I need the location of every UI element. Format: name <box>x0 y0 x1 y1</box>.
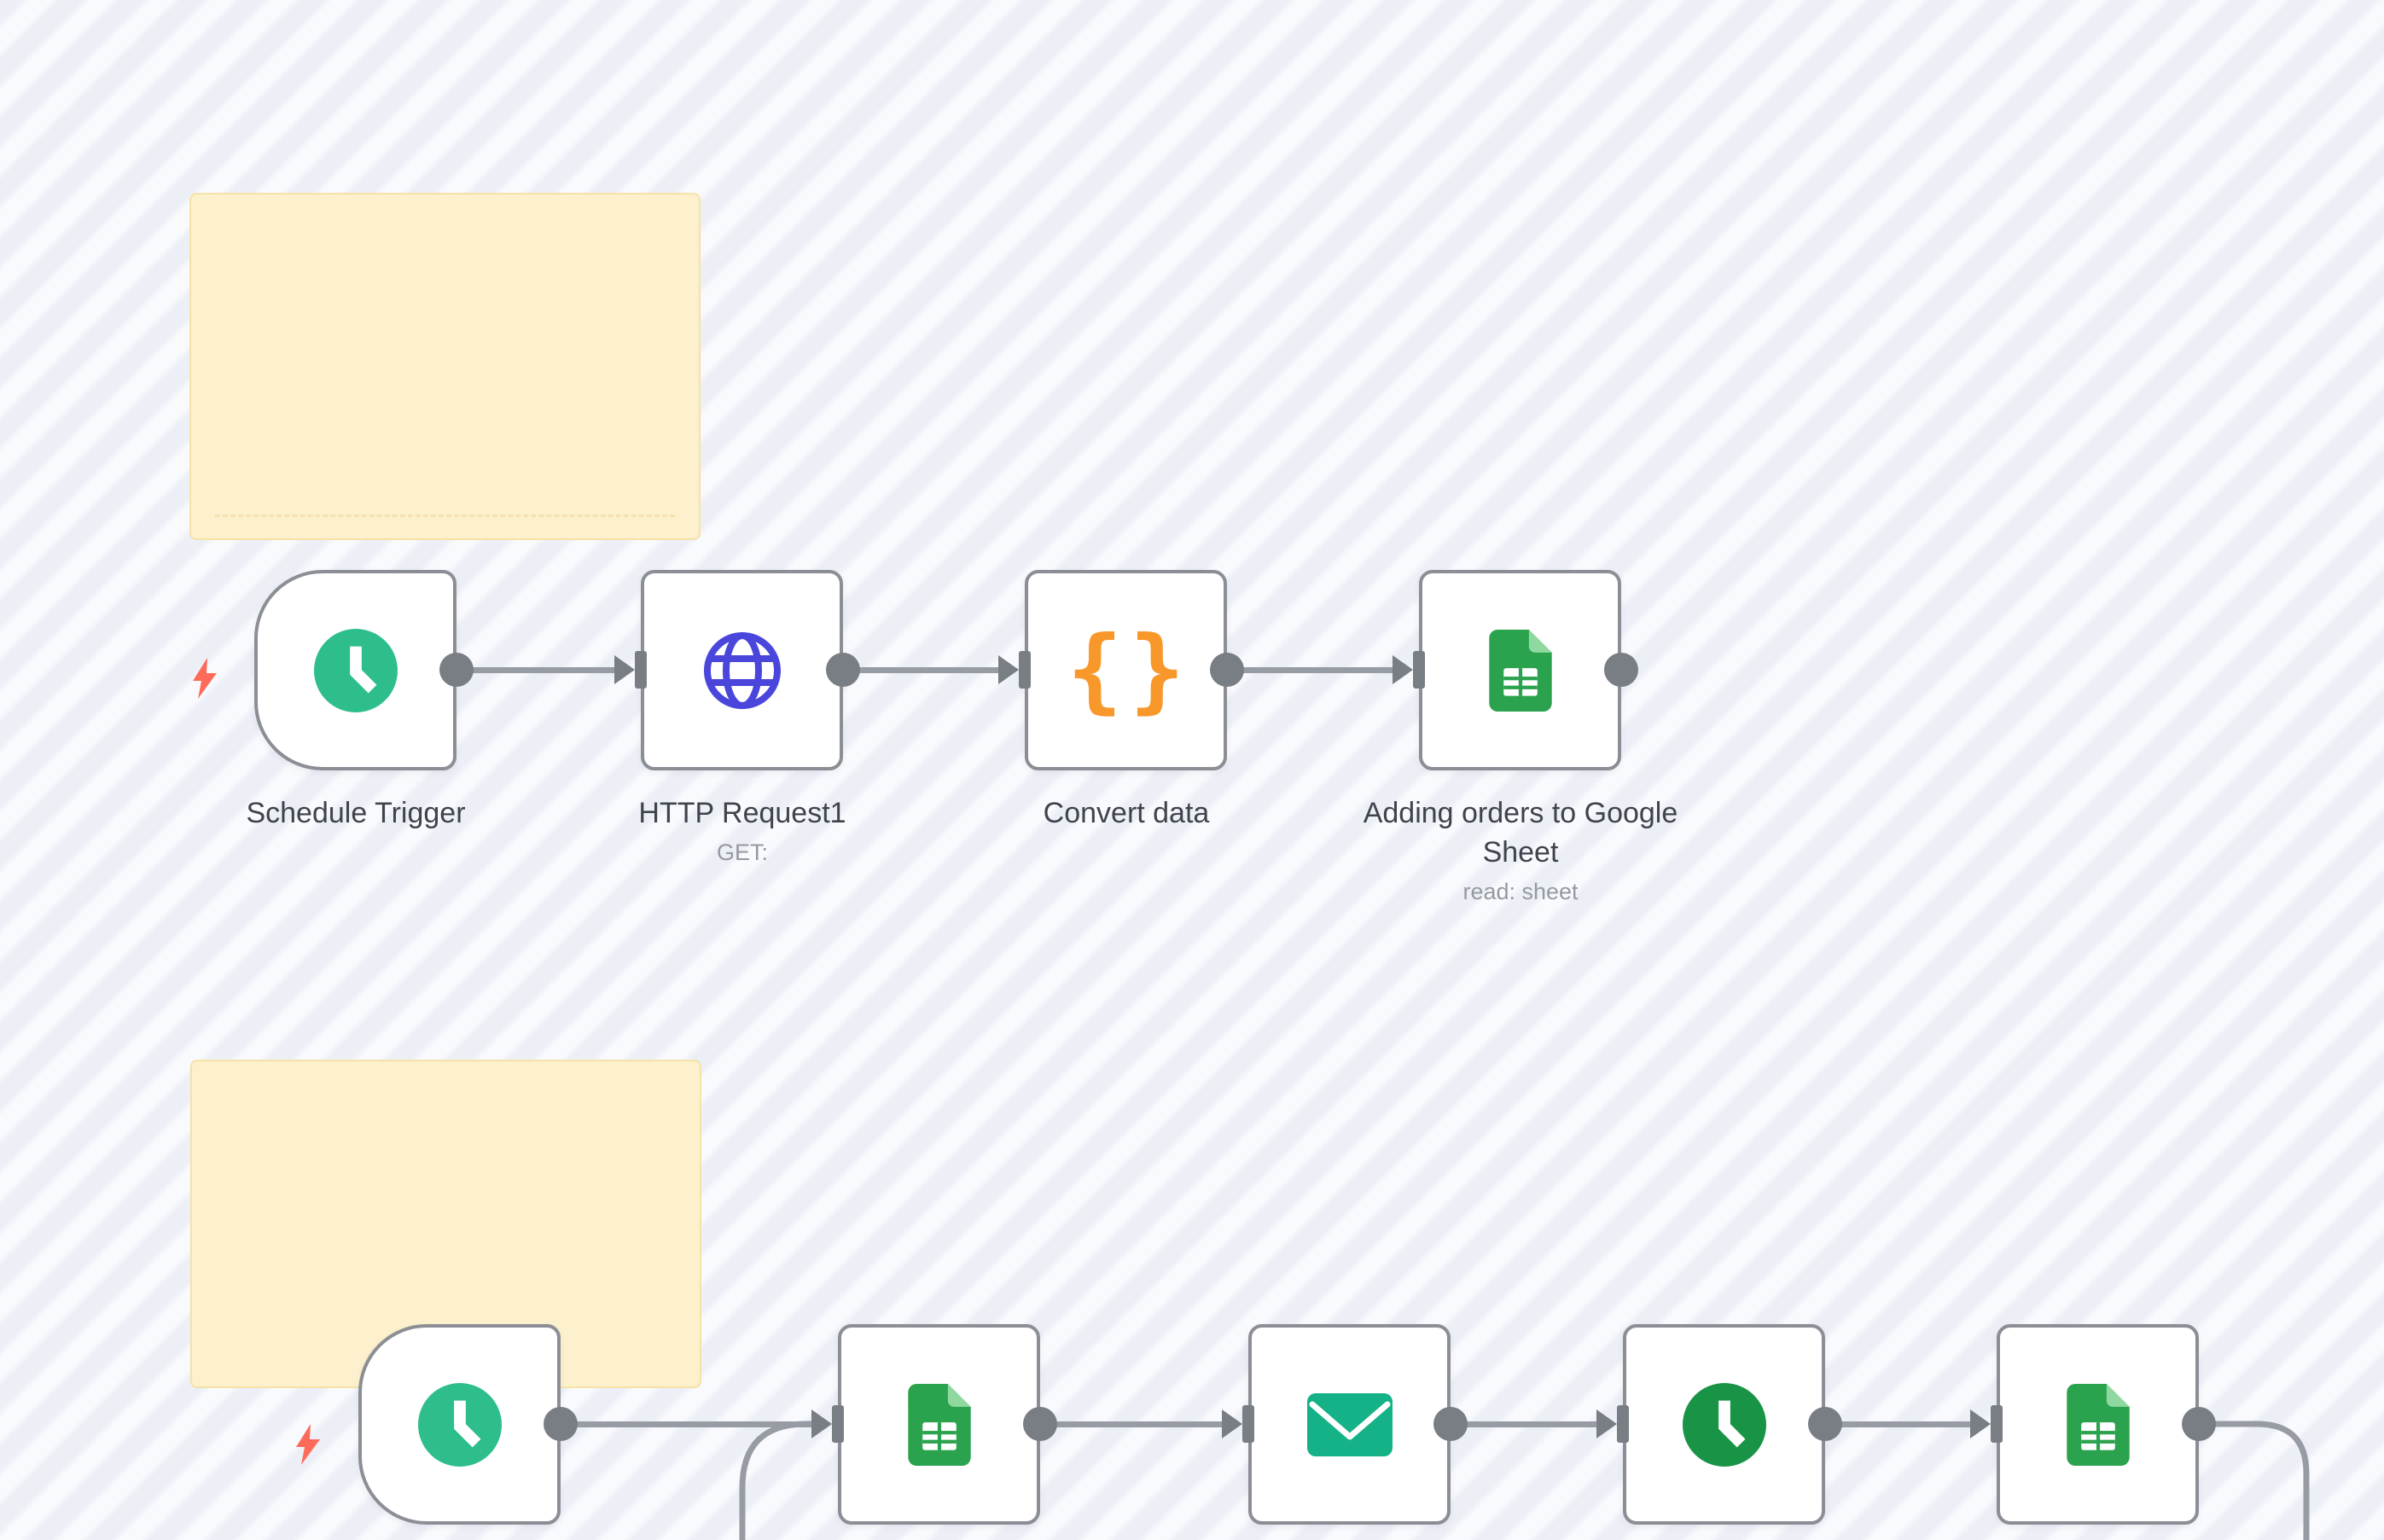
node-schedule-trigger-2[interactable] <box>358 1324 561 1525</box>
node-wait[interactable] <box>1623 1324 1825 1525</box>
input-port-send-email[interactable] <box>1242 1405 1254 1443</box>
google-sheets-icon <box>1488 629 1552 712</box>
connection-sheets1-to-email[interactable] <box>1040 1421 1222 1427</box>
connection-wait-to-sheets2[interactable] <box>1825 1421 1970 1427</box>
node-subtitle: read: sheet <box>1462 879 1579 904</box>
output-port-google-sheets-1[interactable] <box>1023 1407 1057 1441</box>
input-port-google-sheets-1[interactable] <box>832 1405 844 1443</box>
lightning-bolt-icon <box>296 1424 320 1465</box>
input-arrow-convert-data <box>998 655 1019 684</box>
node-subtitle: GET: <box>716 840 768 865</box>
clock-icon <box>1682 1382 1766 1467</box>
output-port-send-email[interactable] <box>1433 1407 1468 1441</box>
curly-braces-icon: {} <box>1067 616 1192 724</box>
connection-trigger-to-http[interactable] <box>456 667 614 673</box>
node-http-request1[interactable] <box>641 570 843 770</box>
node-title: Convert data <box>1043 797 1210 829</box>
node-title: Adding orders to Google Sheet <box>1363 797 1678 869</box>
input-arrow-google-sheets-1 <box>811 1409 832 1438</box>
output-port-convert-data[interactable] <box>1210 653 1244 687</box>
lightning-bolt-icon <box>193 658 217 699</box>
node-label-http-request1: HTTP Request1 GET: <box>555 793 930 867</box>
node-google-sheets-2[interactable] <box>1997 1324 2199 1525</box>
node-convert-data[interactable]: {} <box>1025 570 1227 770</box>
envelope-icon <box>1306 1392 1393 1456</box>
input-port-google-sheets-2[interactable] <box>1991 1405 2003 1443</box>
sticky-note-1[interactable] <box>189 193 701 540</box>
clock-icon <box>417 1382 502 1467</box>
node-title: HTTP Request1 <box>638 797 846 829</box>
clock-icon <box>313 628 398 712</box>
globe-icon <box>703 631 781 709</box>
output-port-adding-orders[interactable] <box>1604 653 1638 687</box>
node-label-schedule-trigger: Schedule Trigger <box>168 793 544 833</box>
node-label-adding-orders: Adding orders to Google Sheet read: shee… <box>1333 793 1708 906</box>
output-port-http-request1[interactable] <box>826 653 860 687</box>
input-arrow-wait <box>1596 1409 1617 1438</box>
output-port-google-sheets-2[interactable] <box>2182 1407 2216 1441</box>
sticky-note-1-divider <box>215 514 675 517</box>
node-label-convert-data: Convert data <box>939 793 1314 833</box>
node-send-email[interactable] <box>1248 1324 1451 1525</box>
input-arrow-send-email <box>1222 1409 1242 1438</box>
input-port-wait[interactable] <box>1617 1405 1629 1443</box>
output-port-schedule-trigger[interactable] <box>439 653 474 687</box>
output-port-wait[interactable] <box>1808 1407 1842 1441</box>
input-port-http-request1[interactable] <box>635 651 647 689</box>
node-adding-orders-to-google-sheet[interactable] <box>1419 570 1621 770</box>
connection-email-to-wait[interactable] <box>1451 1421 1596 1427</box>
connection-exit-to-bottom[interactable] <box>2199 1421 2310 1540</box>
input-port-convert-data[interactable] <box>1019 651 1031 689</box>
connection-trigger2-to-sheets1[interactable] <box>561 1421 811 1427</box>
connection-convert-to-sheets[interactable] <box>1227 667 1393 673</box>
input-arrow-http-request1 <box>614 655 635 684</box>
google-sheets-icon <box>907 1383 971 1466</box>
input-arrow-google-sheets-2 <box>1970 1409 1991 1438</box>
input-arrow-adding-orders <box>1393 655 1413 684</box>
node-google-sheets-1[interactable] <box>838 1324 1040 1525</box>
connection-merge-from-bottom[interactable] <box>739 1421 816 1540</box>
output-port-schedule-trigger-2[interactable] <box>544 1407 578 1441</box>
input-port-adding-orders[interactable] <box>1413 651 1425 689</box>
google-sheets-icon <box>2066 1383 2130 1466</box>
connection-http-to-convert[interactable] <box>843 667 998 673</box>
node-schedule-trigger[interactable] <box>254 570 456 770</box>
node-title: Schedule Trigger <box>246 797 466 829</box>
